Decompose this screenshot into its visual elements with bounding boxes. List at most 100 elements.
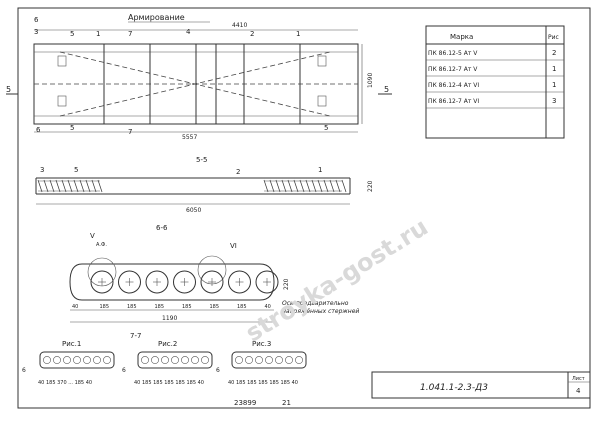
callout-6-bottom: 6 — [36, 126, 41, 134]
hatch-stroke — [67, 179, 73, 193]
figure-2-label: Рис.2 — [158, 340, 177, 348]
table-row-mark: ПК 86.12-7 Ат V — [428, 66, 478, 73]
cross-width-dim: 1190 — [162, 315, 177, 322]
figure-void — [63, 356, 71, 364]
drawing-title: Армирование — [128, 13, 185, 22]
figure-void — [255, 356, 263, 364]
hatch-stroke — [43, 179, 49, 193]
figure-1-outline — [39, 351, 115, 369]
stamp-sheet-no: 4 — [576, 387, 581, 395]
hollow-core — [145, 270, 169, 294]
figure-void — [141, 356, 149, 364]
node-vi-circle — [197, 255, 227, 285]
hatch-stroke — [263, 179, 269, 193]
callout-1-top: 1 — [96, 30, 100, 38]
hatch-stroke — [61, 179, 67, 193]
cross-dim-value: 185 — [237, 304, 247, 310]
callout-7-top: 7 — [128, 30, 132, 38]
callout-6-top: 6 — [34, 16, 39, 24]
table-row-mark: ПК 86.12-7 Ат VI — [428, 98, 479, 105]
table-row-fig: 2 — [552, 49, 556, 57]
hatch-stroke — [79, 179, 85, 193]
node-vi-label: VI — [230, 242, 237, 250]
cross-dim-value: 185 — [155, 304, 165, 310]
elevation-height-dim: 220 — [367, 180, 374, 192]
hollow-core — [255, 270, 279, 294]
callout-3-top: 3 — [34, 28, 38, 36]
figure-void — [295, 356, 303, 364]
table-header-fig: Рис — [548, 34, 559, 41]
plan-total-dim: 5557 — [182, 134, 197, 141]
hatch-stroke — [323, 179, 329, 193]
hatch-stroke — [91, 179, 97, 193]
hatch-stroke — [275, 179, 281, 193]
node-v-circle — [87, 257, 117, 287]
figure-3: Рис.3 6 40 185 185 185 185 185 40 — [216, 340, 307, 386]
callout-2-top: 2 — [250, 30, 254, 38]
cross-dim-value: 185 — [127, 304, 137, 310]
section-6-6-label: 6-6 — [156, 224, 168, 232]
stamp-sheet-label: Лист — [572, 376, 585, 382]
figure-void — [181, 356, 189, 364]
hatch-stroke — [73, 179, 79, 193]
stamp-code: 1.041.1-2.3-Д3 — [420, 383, 488, 393]
figure-void — [103, 356, 111, 364]
axis-note-box: Оси предварительно напряжённых стержней — [282, 300, 359, 315]
copy-no: 21 — [282, 399, 291, 407]
table-row-fig: 1 — [552, 65, 556, 73]
figure-1: Рис.1 6 40 185 370 ... 185 40 — [22, 340, 115, 386]
hatch-stroke — [293, 179, 299, 193]
section-5-5: 5-5 6050 220 3 5 1 2 — [35, 156, 374, 214]
hollow-core — [90, 270, 114, 294]
hatch-stroke — [97, 179, 103, 193]
callout-5-right: 5 — [324, 124, 328, 132]
plan-plate-bl — [57, 95, 67, 107]
figure-2-voids — [141, 356, 209, 364]
callout-1-right: 1 — [296, 30, 300, 38]
figure-void — [265, 356, 273, 364]
figure-void — [73, 356, 81, 364]
figure-1-voids — [43, 356, 111, 364]
hatch-stroke — [311, 179, 317, 193]
elevation-length-dim: 6050 — [186, 207, 201, 214]
callout-4-top: 4 — [186, 28, 191, 36]
table-row-fig: 1 — [552, 81, 556, 89]
hatch-stroke — [287, 179, 293, 193]
figure-2-outline — [137, 351, 213, 369]
hatch-stroke — [85, 179, 91, 193]
figure-3-num: 6 — [216, 367, 220, 374]
section-5-5-label: 5-5 — [196, 156, 207, 164]
figure-void — [83, 356, 91, 364]
figure-void — [235, 356, 243, 364]
plan-length-dim: 4410 — [232, 22, 247, 29]
hollow-core — [118, 270, 141, 294]
hatch-stroke — [299, 179, 305, 193]
callout-7-bottom: 7 — [128, 128, 132, 136]
plan-view: 4410 5557 1090 5 5 6 3 5 1 7 — [6, 16, 392, 141]
table-row-mark: ПК 86.12-5 Ат V — [428, 50, 478, 57]
hatch-stroke — [55, 179, 61, 193]
figure-3-voids — [235, 356, 303, 364]
title-block: 1.041.1-2.3-Д3 Лист 4 23899 21 — [234, 371, 591, 407]
plan-plate-tr — [317, 55, 327, 67]
sheet-frame — [17, 7, 591, 409]
cross-dim-value: 185 — [182, 304, 192, 310]
figure-1-label: Рис.1 — [62, 340, 81, 348]
figure-void — [93, 356, 101, 364]
table-row-fig: 3 — [552, 97, 556, 105]
hatch-stroke — [317, 179, 323, 193]
figure-1-dims: 40 185 370 ... 185 40 — [38, 380, 92, 386]
figure-void — [171, 356, 179, 364]
marks-table: Марка Рис ПК 86.12-5 Ат V 2 ПК 86.12-7 А… — [425, 25, 565, 139]
cut-mark-right: 5 — [384, 85, 389, 94]
hatch-stroke — [281, 179, 287, 193]
figure-void — [53, 356, 61, 364]
plan-plate-br — [317, 95, 327, 107]
hatch-stroke — [269, 179, 275, 193]
node-v-ref: А.Ф. — [96, 242, 107, 248]
figure-void — [161, 356, 169, 364]
callout-5-bottom: 5 — [70, 124, 74, 132]
callout-1-elev: 1 — [318, 166, 322, 174]
